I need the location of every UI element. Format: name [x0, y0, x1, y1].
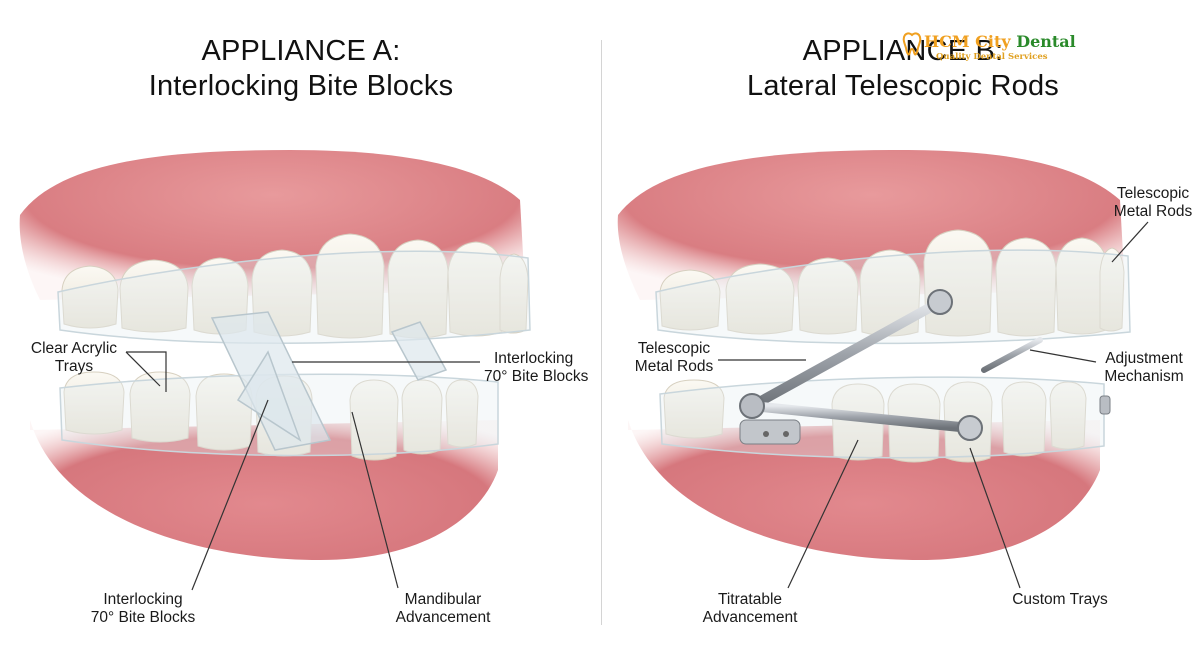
logo-tagline: Quality Dental Services [936, 52, 1048, 62]
panel-b-title-line2: Lateral Telescopic Rods [747, 70, 1059, 102]
label-clear-acrylic-trays: Clear Acrylic Trays [30, 340, 118, 375]
label-telescopic-rods-top: Telescopic Metal Rods [1113, 185, 1193, 220]
panel-a-title-line1: APPLIANCE A: [201, 35, 401, 67]
label-bite-blocks-bottom: Interlocking 70° Bite Blocks [90, 591, 196, 626]
panel-appliance-a: APPLIANCE A: Interlocking Bite Blocks Cl… [30, 35, 589, 626]
panel-a-title-line2: Interlocking Bite Blocks [148, 70, 454, 102]
label-telescopic-rods-left: Telescopic Metal Rods [634, 340, 714, 375]
upper-teeth-a [61, 233, 529, 339]
panel-divider [601, 40, 602, 625]
leader-lines-a [125, 351, 480, 591]
panel-b-title-line1: APPLIANCE B: [802, 35, 1004, 67]
tooth-icon [902, 32, 922, 56]
panel-appliance-b: APPLIANCE B: Lateral Telescopic Rods Tel… [602, 0, 1204, 672]
leader-lines-b [718, 221, 1149, 589]
label-titratable-advancement: Titratable Advancement [702, 591, 798, 626]
upper-tray-a [57, 250, 531, 344]
bite-blocks-a [210, 311, 448, 451]
jaw-a-illustration [19, 150, 531, 591]
logo-brand: HCM City Dental [924, 32, 1076, 51]
upper-teeth-b [659, 229, 1125, 337]
label-mandibular-advancement: Mandibular Advancement [395, 591, 491, 626]
label-adjustment-mechanism: Adjustment Mechanism [1104, 350, 1184, 385]
upper-tray-b [655, 249, 1131, 345]
jaw-b-illustration [617, 150, 1149, 589]
telescopic-rods-b [739, 289, 1111, 445]
label-custom-trays: Custom Trays [1012, 591, 1108, 608]
clinic-logo-watermark: HCM City Dental Quality Dental Services [902, 30, 1082, 64]
label-bite-blocks-right: Interlocking 70° Bite Blocks [484, 350, 589, 385]
